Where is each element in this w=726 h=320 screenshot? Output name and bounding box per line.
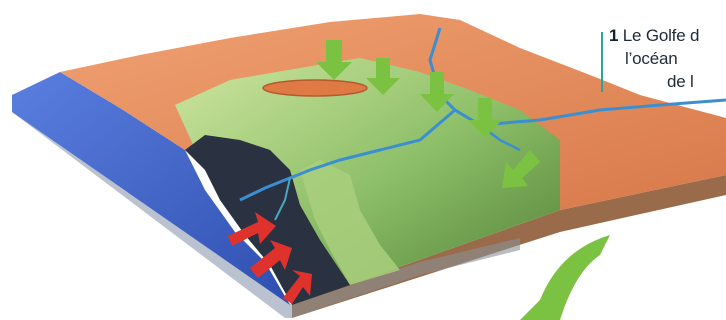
caption-line-2: l’océan (625, 49, 677, 69)
caption-number: 1 (609, 26, 618, 45)
caption-line-1-text: Le Golfe d (623, 26, 699, 45)
caption-line-1: 1 Le Golfe d (609, 26, 699, 46)
caption-accent-bar (601, 32, 603, 92)
caption: 1 Le Golfe d l’océan de l (601, 22, 726, 117)
lake (263, 80, 367, 96)
caption-line-3: de l (667, 72, 694, 92)
